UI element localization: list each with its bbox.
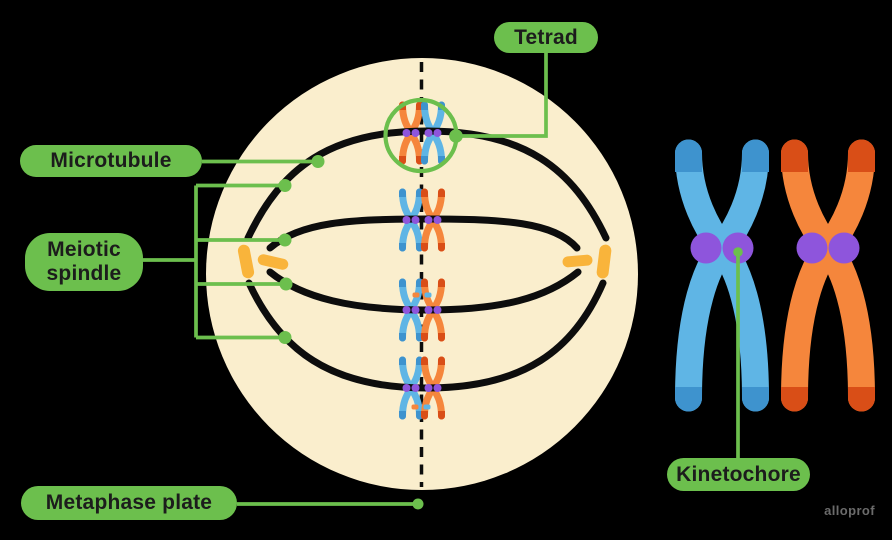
label-microtubule-text: Microtubule [50, 149, 172, 173]
centrosome-left [237, 244, 289, 279]
centriole [237, 244, 255, 279]
anchor-dot [278, 331, 292, 344]
crossover-band [423, 404, 431, 410]
label-meiotic-spindle-text: Meiotic spindle [46, 238, 122, 285]
anchor-dot [412, 498, 424, 510]
centriole [562, 254, 593, 268]
anchor-dot [278, 179, 292, 192]
crossover-band [411, 404, 419, 410]
meiotic-spindle-callout-bracket [143, 183, 286, 340]
label-tetrad: Tetrad [494, 22, 598, 53]
tetrad-4 [399, 356, 445, 420]
anchor-dot [311, 155, 325, 168]
label-kinetochore-text: Kinetochore [676, 462, 801, 486]
large-chromosome-orange [781, 139, 875, 412]
alloprof-watermark: alloprof [824, 503, 875, 518]
crossover-band [412, 292, 420, 298]
label-microtubule: Microtubule [20, 145, 202, 177]
tetrad-3 [399, 278, 445, 342]
anchor-dot [449, 129, 463, 143]
anchor-dot [278, 233, 292, 247]
anchor-dot [279, 277, 293, 291]
label-metaphase-plate: Metaphase plate [21, 486, 237, 520]
label-meiotic-spindle: Meiotic spindle [25, 233, 143, 291]
centriole [596, 244, 612, 279]
label-kinetochore: Kinetochore [667, 458, 810, 491]
callout-lines [143, 53, 548, 506]
centriole [257, 254, 289, 270]
crossover-band [424, 292, 432, 298]
label-metaphase-plate-text: Metaphase plate [45, 491, 213, 515]
tetrad-callout-line [456, 53, 548, 138]
large-chromosome-blue [675, 139, 769, 412]
centrosome-right [562, 244, 612, 279]
anchor-dot [733, 247, 743, 257]
tetrad-kinetochores [402, 129, 442, 392]
callout-anchor-dots [278, 129, 463, 510]
label-tetrad-text: Tetrad [514, 25, 578, 49]
